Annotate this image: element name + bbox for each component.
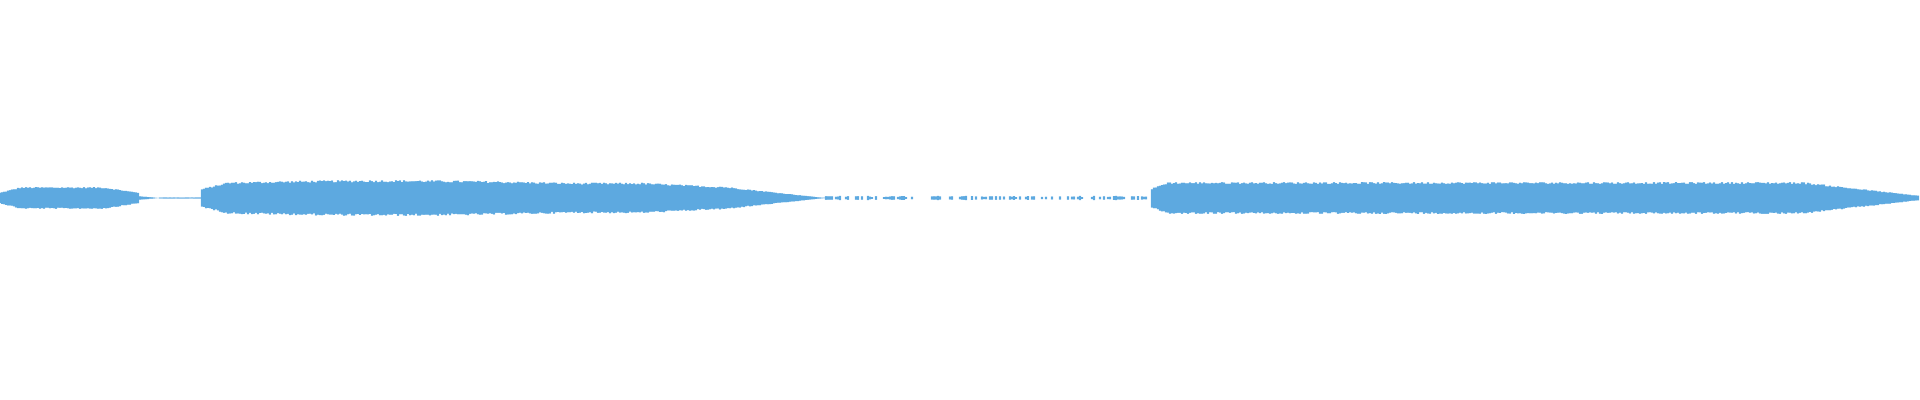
waveform-path [0, 180, 1920, 216]
waveform-bars [0, 180, 1920, 216]
